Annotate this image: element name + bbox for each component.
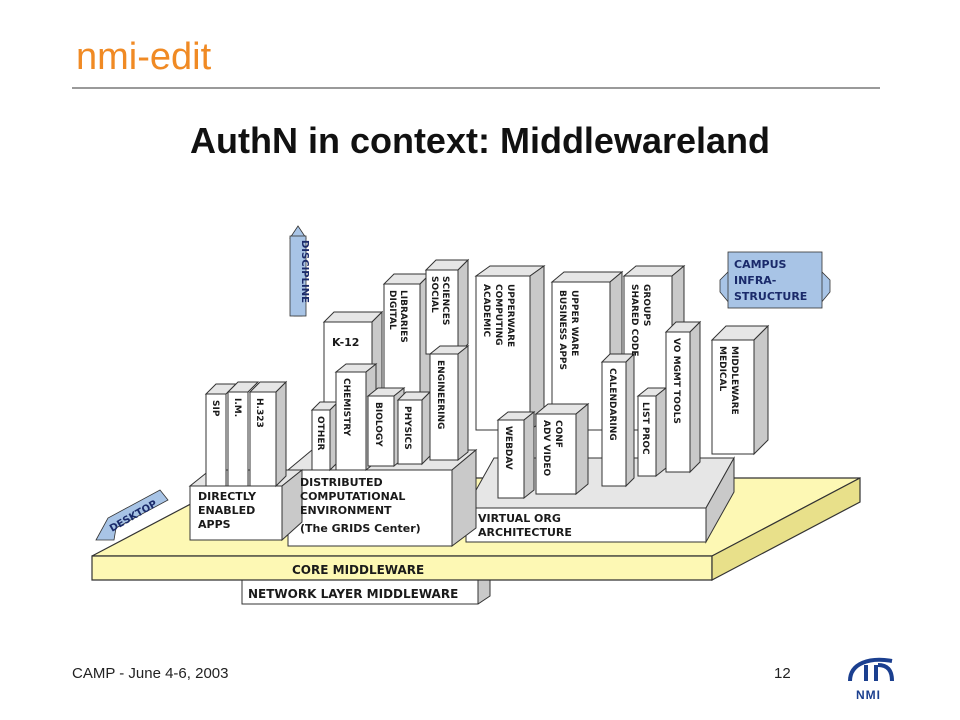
nmi-logo-text: NMI bbox=[856, 688, 881, 702]
distributed-label-4: (The GRIDS Center) bbox=[300, 522, 421, 535]
block-im bbox=[226, 381, 260, 487]
h323-label: H.323 bbox=[254, 398, 264, 428]
nmi-logo-icon bbox=[848, 657, 894, 682]
advvideo-label-2: CONF bbox=[553, 420, 563, 448]
directly-base bbox=[188, 468, 304, 542]
brand-title: nmi-edit bbox=[76, 36, 212, 78]
social-label-2: SCIENCES bbox=[440, 276, 450, 325]
block-academic bbox=[474, 265, 546, 431]
im-label: I.M. bbox=[232, 398, 242, 417]
campus-label-3: STRUCTURE bbox=[734, 290, 807, 303]
k12-label: K-12 bbox=[332, 336, 359, 349]
header-rule bbox=[72, 87, 880, 89]
physics-label: PHYSICS bbox=[402, 406, 412, 450]
directly-label-3: APPS bbox=[198, 518, 231, 531]
campus-label-2: INFRA- bbox=[734, 274, 776, 287]
distributed-label-3: ENVIRONMENT bbox=[300, 504, 392, 517]
medical-label-2: MIDDLEWARE bbox=[729, 346, 739, 415]
block-h323 bbox=[248, 380, 288, 488]
discipline-label: DISCIPLINE bbox=[299, 240, 310, 303]
sip-label: SIP bbox=[210, 400, 220, 417]
academic-label-3: UPPERWARE bbox=[505, 284, 515, 347]
block-advvideo bbox=[534, 402, 590, 496]
advvideo-label-1: ADV VIDEO bbox=[541, 420, 551, 476]
virtual-label-2: ARCHITECTURE bbox=[478, 526, 572, 539]
other-label: OTHER bbox=[315, 416, 325, 450]
distributed-label-2: COMPUTATIONAL bbox=[300, 490, 405, 503]
listproc-label: LIST PROC bbox=[640, 402, 650, 455]
vomgmt-label: VO MGMT TOOLS bbox=[671, 338, 681, 424]
campus-label-1: CAMPUS bbox=[734, 258, 787, 271]
calendaring-label: CALENDARING bbox=[607, 368, 617, 441]
engineering-label: ENGINEERING bbox=[435, 360, 445, 429]
digital-label-2: LIBRARIES bbox=[398, 290, 408, 343]
block-calendaring bbox=[600, 352, 636, 488]
biology-label: BIOLOGY bbox=[373, 402, 383, 447]
shared-label-2: GROUPS bbox=[641, 284, 651, 326]
shared-label-1: SHARED CODE bbox=[629, 284, 639, 357]
campus-arrow: CAMPUS INFRA- STRUCTURE bbox=[719, 251, 831, 309]
virtual-label-1: VIRTUAL ORG bbox=[478, 512, 561, 525]
medical-label-1: MEDICAL bbox=[717, 346, 727, 391]
business-label-1: BUSINESS APPS bbox=[557, 290, 567, 370]
network-layer-label: NETWORK LAYER MIDDLEWARE bbox=[248, 587, 458, 601]
core-layer-label: CORE MIDDLEWARE bbox=[292, 563, 424, 577]
page-number: 12 bbox=[774, 665, 791, 682]
directly-label-1: DIRECTLY bbox=[198, 490, 257, 503]
block-vomgmt bbox=[664, 320, 702, 474]
block-webdav bbox=[496, 410, 536, 500]
distributed-label-1: DISTRIBUTED bbox=[300, 476, 383, 489]
footer-event: CAMP - June 4-6, 2003 bbox=[72, 665, 229, 682]
block-social bbox=[424, 258, 470, 356]
webdav-label: WEBDAV bbox=[503, 426, 513, 470]
digital-label-1: DIGITAL bbox=[387, 290, 397, 330]
block-medical bbox=[710, 324, 770, 456]
directly-label-2: ENABLED bbox=[198, 504, 255, 517]
block-engineering bbox=[428, 344, 470, 462]
discipline-arrow: DISCIPLINE bbox=[289, 225, 310, 317]
academic-label-1: ACADEMIC bbox=[481, 284, 491, 337]
slide-title: AuthN in context: Middlewareland bbox=[189, 120, 771, 161]
social-label-1: SOCIAL bbox=[429, 276, 439, 313]
chemistry-label: CHEMISTRY bbox=[341, 378, 351, 437]
network-layer: NETWORK LAYER MIDDLEWARE bbox=[241, 566, 491, 605]
business-label-2: UPPER WARE bbox=[569, 290, 579, 356]
academic-label-2: COMPUTING bbox=[493, 284, 503, 346]
block-listproc bbox=[636, 386, 668, 478]
